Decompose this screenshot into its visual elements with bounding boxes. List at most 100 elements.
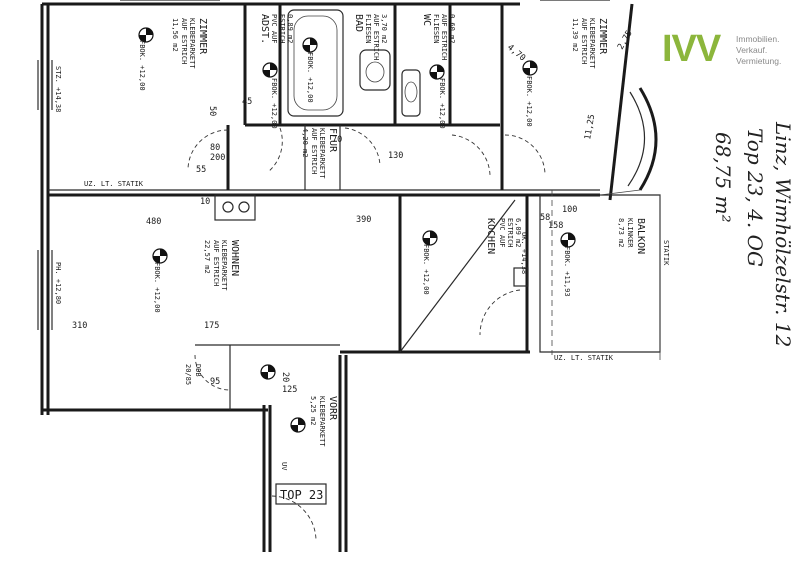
- room-label-kochen: KOCHEN PVC AUF ESTRICH 6,09 m2: [485, 218, 522, 254]
- room-area: 0,89 m2: [286, 14, 294, 44]
- room-floor: AUF ESTRICH: [310, 128, 318, 174]
- room-floor: AUF ESTRICH: [212, 240, 220, 286]
- dim: 45: [242, 97, 252, 107]
- room-area: 8,73 m2: [617, 218, 625, 248]
- room-area: 0,60 m2: [448, 14, 456, 44]
- room-name: BAD: [353, 14, 364, 32]
- room-name: KOCHEN: [485, 218, 496, 254]
- uz-label: UZ. LT. STATIK: [84, 180, 144, 188]
- dim: 158: [548, 221, 563, 231]
- logo-line: Immobilien.: [736, 34, 780, 44]
- bathtub: [287, 9, 344, 117]
- room-floor: AUF ESTRICH: [580, 18, 588, 64]
- room-label-zimmer-1: ZIMMER KLEBEPARKETT AUF ESTRICH 11,56 m2: [171, 18, 208, 69]
- top-23-box: TOP 23: [275, 483, 327, 505]
- room-floor: AUF ESTRICH: [372, 14, 380, 60]
- room-floor: KLEBEPARKETT: [588, 18, 596, 69]
- dim: 11,25: [583, 114, 597, 141]
- room-area: 22,57 m2: [203, 240, 211, 274]
- statik-label: STATIK: [662, 240, 670, 266]
- statik-annotations: STZ. +14,38 PH. +12,80 UZ. LT. STATIK UZ…: [54, 66, 670, 362]
- chimney: [214, 194, 256, 221]
- ph-label: PH. +12,80: [54, 262, 62, 304]
- fbok-labels: FBOK. +12,00 FBOK. +12,00 FBOK. +12,00 F…: [138, 40, 571, 313]
- room-name: FLUR: [327, 128, 338, 153]
- room-label-adst: ADST. PVC AUF ESTRICH 0,89 m2: [259, 14, 294, 44]
- balcony-outline: [539, 87, 661, 360]
- fbok-label: FBOK. +12,00: [138, 40, 146, 91]
- dim: 4,70: [505, 43, 527, 64]
- room-floor: AUF ESTRICH: [440, 14, 448, 60]
- dim: 390: [356, 215, 371, 225]
- room-name: ZIMMER: [597, 18, 608, 55]
- stove-box: [513, 267, 529, 287]
- handwritten-area: 68,75 m²: [711, 132, 735, 223]
- room-floor: PVC AUF: [270, 14, 278, 44]
- fbok-label: FBOK. +12,00: [422, 244, 430, 295]
- room-floor: KLEBEPARKETT: [318, 128, 326, 179]
- logo-tagline: Immobilien. Verkauf. Vermietung.: [736, 34, 781, 67]
- fbok-label: FBOK. +12,00: [153, 262, 161, 313]
- room-area: 5,25 m2: [309, 396, 317, 426]
- ddb-label: DDB: [194, 364, 202, 377]
- dim: 20: [280, 372, 290, 382]
- dim: 70: [332, 135, 342, 145]
- dim: 175: [204, 321, 219, 331]
- handwritten-unit: Top 23, 4. OG: [743, 128, 767, 267]
- room-name: ZIMMER: [197, 18, 208, 55]
- room-floor: KLEBEPARKETT: [318, 396, 326, 447]
- fbok-label: FBOK. +12,00: [438, 78, 446, 129]
- dim: 125: [282, 385, 297, 395]
- dimensions: 45 50 80 200 130 70 55 10 480 390 58 100…: [72, 29, 635, 395]
- room-area: 11,56 m2: [171, 18, 179, 52]
- dim: 58: [540, 213, 550, 223]
- room-area: 3,70 m2: [380, 14, 388, 44]
- room-label-zimmer-2: ZIMMER KLEBEPARKETT AUF ESTRICH 11,39 m2: [571, 18, 608, 69]
- dim: 130: [388, 151, 403, 161]
- dim: 55: [196, 165, 206, 175]
- washbasin: [359, 49, 391, 91]
- logo-line: Verkauf.: [736, 45, 768, 55]
- uv-label: UV: [280, 462, 288, 471]
- room-name: ADST.: [259, 14, 270, 44]
- outer-walls: [40, 2, 634, 552]
- fbok-label: FBOK. +12,00: [270, 78, 278, 129]
- ddb-dims: 20/85: [184, 364, 192, 385]
- dim: 480: [146, 217, 161, 227]
- logo-mark: IVV: [662, 28, 721, 70]
- ivv-logo: IVV Immobilien. Verkauf. Vermietung.: [662, 30, 792, 74]
- room-label-balkon: BALKON KLINKER 8,73 m2: [617, 218, 646, 254]
- stz-label: STZ. +14,38: [54, 66, 62, 112]
- fbok-label: FBOK. +12,00: [525, 76, 533, 127]
- level-markers: [138, 27, 576, 433]
- room-name: WC: [421, 14, 432, 26]
- room-name: WOHNEN: [229, 240, 240, 276]
- room-floor: KLINKER: [626, 218, 634, 248]
- dim: 310: [72, 321, 87, 331]
- toilet: [401, 69, 421, 117]
- fbok-label: FBOK. +11,93: [563, 246, 571, 297]
- dim: 200: [210, 153, 225, 163]
- room-floor: KLEBEPARKETT: [188, 18, 196, 69]
- room-area: 6,09 m2: [514, 218, 522, 248]
- fbok-label: FBOK. +12,00: [306, 52, 314, 103]
- room-label-flur: FLUR KLEBEPARKETT AUF ESTRICH 4,20 m2: [301, 128, 338, 179]
- room-label-wc: WC FLIESEN AUF ESTRICH 0,60 m2: [421, 14, 456, 60]
- room-name: VORR: [327, 396, 338, 421]
- windows: [37, 0, 610, 330]
- room-name: BALKON: [635, 218, 646, 254]
- door-swings: [187, 127, 546, 541]
- room-floor: KLEBEPARKETT: [220, 240, 228, 291]
- apartment-label: TOP 23: [280, 488, 323, 502]
- room-floor: ESTRICH: [506, 218, 514, 248]
- dim: 2,75: [616, 29, 635, 52]
- room-floor: FLIESEN: [364, 14, 372, 44]
- dim: 10: [200, 197, 210, 207]
- uz-label: UZ. LT. STATIK: [554, 354, 614, 362]
- room-area: 4,20 m2: [301, 128, 309, 158]
- dim: 100: [562, 205, 577, 215]
- uk-label: UK. +14,38: [520, 232, 528, 274]
- dim: 80: [210, 143, 220, 153]
- interior-walls: [48, 4, 600, 410]
